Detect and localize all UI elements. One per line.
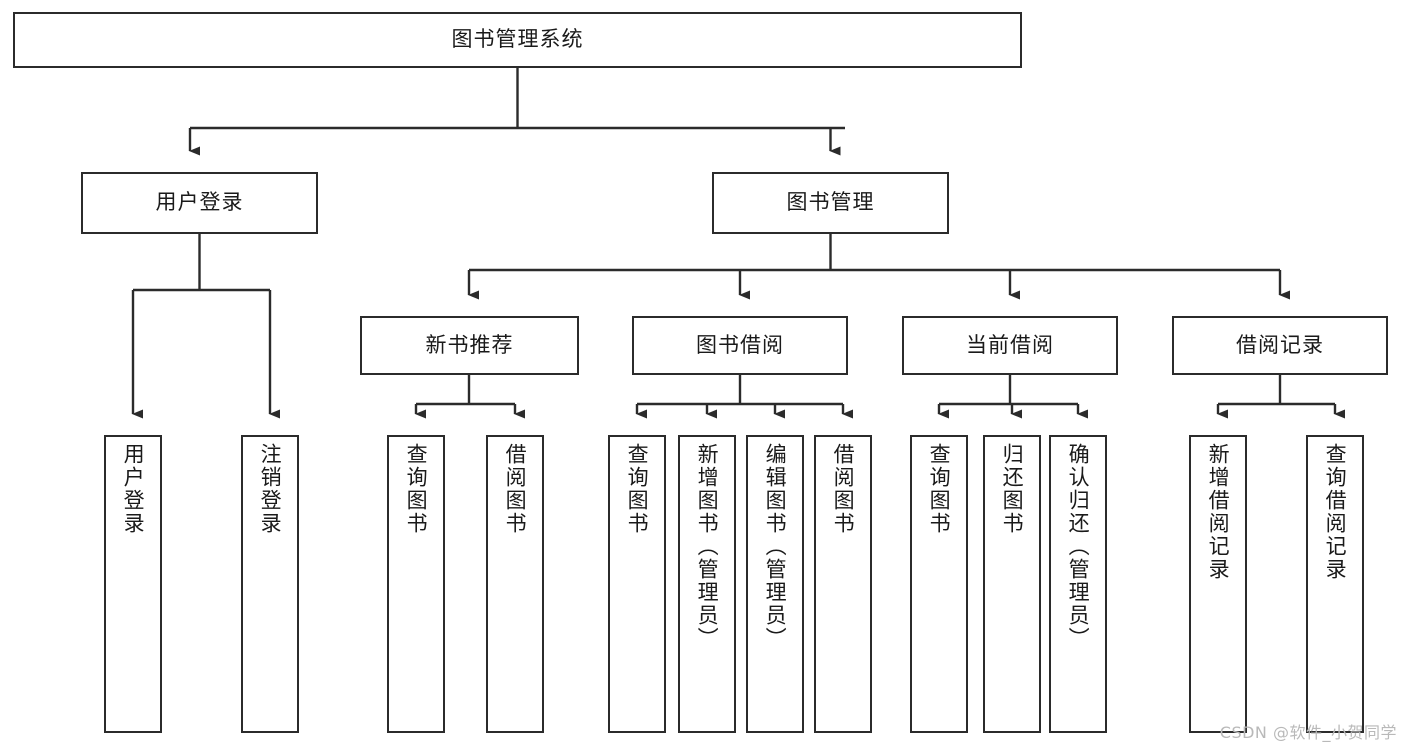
node-leaf-add-record[interactable]: 新增借阅记录 bbox=[1189, 435, 1247, 733]
node-leaf-borrow-book-2-label: 借阅图书 bbox=[831, 443, 856, 535]
node-leaf-query-book-3[interactable]: 查询图书 bbox=[910, 435, 968, 733]
node-leaf-add-book-label: 新增图书（管理员） bbox=[695, 443, 720, 650]
node-leaf-confirm-return[interactable]: 确认归还（管理员） bbox=[1049, 435, 1107, 733]
node-new-book-recommend[interactable]: 新书推荐 bbox=[360, 316, 579, 375]
node-book-borrow[interactable]: 图书借阅 bbox=[632, 316, 848, 375]
node-leaf-edit-book[interactable]: 编辑图书（管理员） bbox=[746, 435, 804, 733]
node-user-login-label: 用户登录 bbox=[155, 190, 244, 215]
node-leaf-confirm-return-label: 确认归还（管理员） bbox=[1066, 443, 1091, 650]
node-leaf-borrow-book-2[interactable]: 借阅图书 bbox=[814, 435, 872, 733]
node-leaf-add-book[interactable]: 新增图书（管理员） bbox=[678, 435, 736, 733]
node-leaf-borrow-book-1-label: 借阅图书 bbox=[503, 443, 528, 535]
node-leaf-query-book-1[interactable]: 查询图书 bbox=[387, 435, 445, 733]
node-leaf-query-book-1-label: 查询图书 bbox=[404, 443, 429, 535]
node-current-borrow[interactable]: 当前借阅 bbox=[902, 316, 1118, 375]
node-leaf-query-book-3-label: 查询图书 bbox=[927, 443, 952, 535]
node-leaf-add-record-label: 新增借阅记录 bbox=[1206, 443, 1231, 581]
node-borrow-record[interactable]: 借阅记录 bbox=[1172, 316, 1388, 375]
node-leaf-query-record[interactable]: 查询借阅记录 bbox=[1306, 435, 1364, 733]
node-root[interactable]: 图书管理系统 bbox=[13, 12, 1022, 68]
node-book-borrow-label: 图书借阅 bbox=[696, 332, 784, 357]
node-current-borrow-label: 当前借阅 bbox=[966, 332, 1054, 357]
node-leaf-user-login-label: 用户登录 bbox=[121, 443, 146, 535]
node-book-manage[interactable]: 图书管理 bbox=[712, 172, 949, 234]
csdn-watermark: CSDN @软件_小贺同学 bbox=[1219, 723, 1397, 742]
node-leaf-query-record-label: 查询借阅记录 bbox=[1323, 443, 1348, 581]
node-leaf-edit-book-label: 编辑图书（管理员） bbox=[763, 443, 788, 650]
node-leaf-query-book-2-label: 查询图书 bbox=[625, 443, 650, 535]
node-user-login[interactable]: 用户登录 bbox=[81, 172, 318, 234]
node-leaf-query-book-2[interactable]: 查询图书 bbox=[608, 435, 666, 733]
node-leaf-borrow-book-1[interactable]: 借阅图书 bbox=[486, 435, 544, 733]
node-leaf-return-book[interactable]: 归还图书 bbox=[983, 435, 1041, 733]
node-leaf-logout-label: 注销登录 bbox=[258, 443, 283, 535]
node-book-manage-label: 图书管理 bbox=[786, 190, 875, 215]
node-leaf-return-book-label: 归还图书 bbox=[1000, 443, 1025, 535]
node-root-label: 图书管理系统 bbox=[451, 27, 584, 52]
node-leaf-logout[interactable]: 注销登录 bbox=[241, 435, 299, 733]
node-borrow-record-label: 借阅记录 bbox=[1236, 332, 1324, 357]
node-leaf-user-login[interactable]: 用户登录 bbox=[104, 435, 162, 733]
node-new-book-recommend-label: 新书推荐 bbox=[425, 332, 514, 357]
